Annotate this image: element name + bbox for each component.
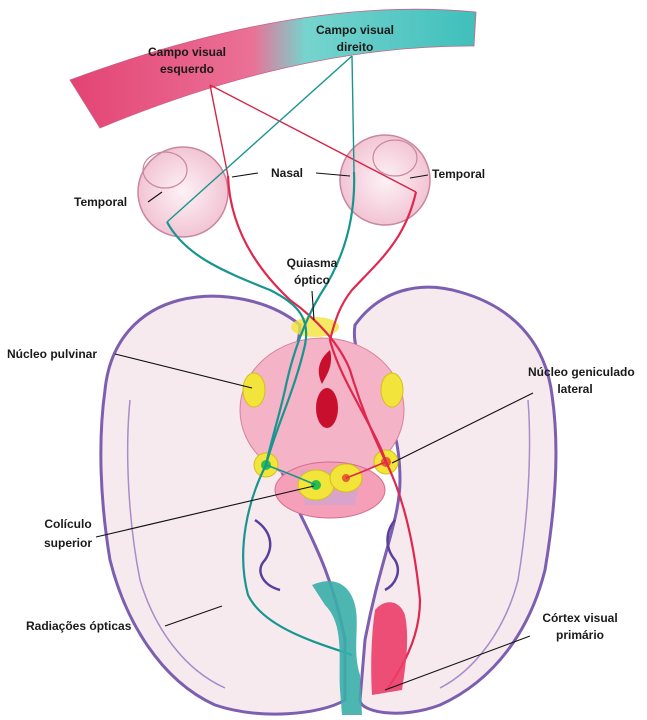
label-cortex-1: Córtex visual [542, 611, 617, 625]
label-pulvinar: Núcleo pulvinar [7, 347, 97, 361]
label-lgn-2: lateral [557, 382, 592, 396]
label-temporal-left: Temporal [74, 195, 127, 209]
label-cortex-2: primário [556, 628, 604, 642]
label-colliculus-2: superior [44, 536, 92, 550]
cortex-left-field [371, 602, 407, 695]
label-chiasm-1: Quiasma [287, 256, 338, 270]
label-right-field-2: direito [337, 40, 374, 54]
label-lgn-1: Núcleo geniculado [528, 365, 635, 379]
visual-field-arc [70, 9, 476, 128]
label-temporal-right: Temporal [432, 167, 485, 181]
label-colliculus-1: Colículo [44, 517, 91, 531]
pulvinar-left [243, 373, 265, 407]
label-chiasm-2: óptico [294, 273, 330, 287]
label-left-field-2: esquerdo [160, 62, 214, 76]
label-radiations: Radiações ópticas [26, 619, 132, 633]
label-nasal: Nasal [271, 166, 303, 180]
pulvinar-right [381, 373, 403, 407]
label-right-field-1: Campo visual [316, 23, 394, 37]
eyes [138, 135, 430, 237]
label-left-field-1: Campo visual [148, 45, 226, 59]
